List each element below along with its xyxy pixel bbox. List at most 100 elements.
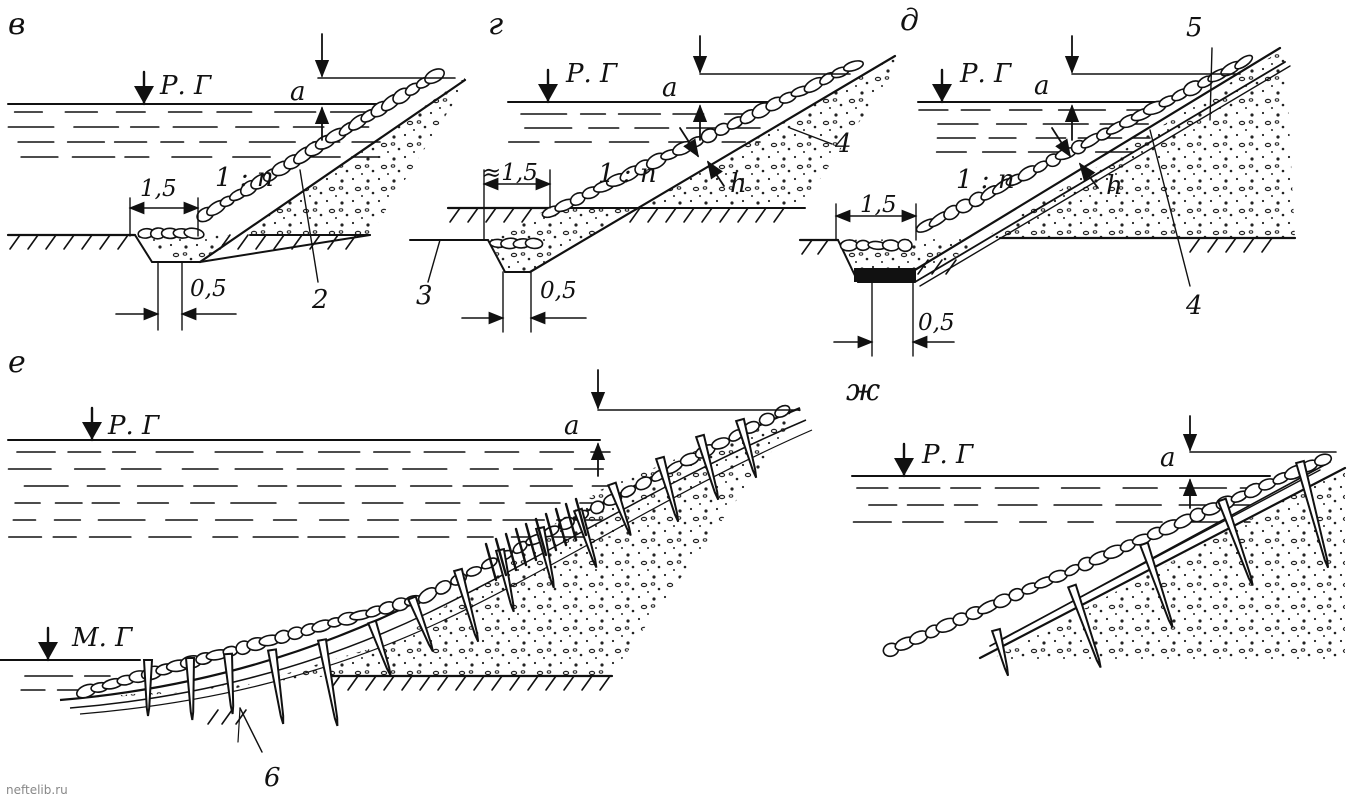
wattle-bundle: [514, 527, 528, 567]
toe-label-g: 0,5: [540, 278, 577, 304]
filter-layer: [914, 61, 1286, 283]
wattle-bundle: [564, 502, 578, 542]
ground-hatch: [1225, 237, 1237, 253]
a-label-zh: а: [1160, 443, 1176, 473]
ground-hatch: [237, 234, 249, 250]
width-label-v: 1,5: [140, 176, 177, 202]
level-marker-v-triangle: [134, 86, 154, 104]
ground-hatch: [81, 234, 93, 250]
stone: [183, 227, 205, 240]
stake: [184, 656, 196, 721]
ground-hatch: [45, 234, 57, 250]
callout-4-d: 4: [1185, 291, 1203, 321]
callout-leader-2: [237, 707, 241, 743]
ground-hatch: [701, 207, 713, 223]
ground-hatch: [207, 709, 219, 725]
ground-hatch: [599, 675, 611, 691]
ground-hatch: [347, 675, 359, 691]
fascine-layer: [69, 419, 807, 709]
ground-hatch: [503, 207, 515, 223]
aux: [199, 234, 371, 263]
stone: [1313, 453, 1333, 467]
filter-layer-2: [919, 65, 1291, 287]
stone: [839, 239, 859, 252]
ground-hatch: [801, 239, 813, 255]
panel-letter-e: е: [8, 345, 26, 380]
ground-hatch: [345, 234, 357, 250]
stake: [366, 619, 392, 677]
ground-hatch: [509, 675, 521, 691]
callout-5: 5: [1186, 13, 1203, 43]
toe-label-d: 0,5: [918, 310, 955, 336]
stone: [758, 412, 776, 427]
wattle-bundle: [544, 512, 558, 552]
ground-hatch: [449, 207, 461, 223]
stone: [465, 565, 483, 577]
h-label-d: h: [1106, 171, 1123, 201]
ground-hatch: [9, 234, 21, 250]
panel-d: [798, 35, 1297, 357]
level-marker-e-low-triangle: [38, 642, 58, 660]
wattle-bundle: [484, 542, 498, 582]
stake: [1216, 497, 1254, 587]
a-label-v: а: [290, 77, 306, 107]
stone: [635, 476, 653, 491]
wattle-bundle: [504, 532, 518, 572]
ground-hatch: [527, 675, 539, 691]
stake: [1294, 459, 1330, 569]
ground-hatch: [1261, 237, 1273, 253]
ground-hatch: [629, 207, 641, 223]
stake: [534, 525, 555, 589]
stone: [1234, 54, 1254, 70]
width-label-g: ≈1,5: [482, 160, 538, 186]
stone: [774, 404, 791, 419]
ground-hatch: [931, 259, 943, 275]
fascine-layer-2: [79, 429, 813, 715]
ground-hatch: [221, 709, 233, 725]
stake: [572, 507, 598, 569]
soil-body: [488, 56, 895, 272]
ground-hatch: [563, 675, 575, 691]
watermark: neftelib.ru: [6, 783, 68, 797]
stone: [589, 500, 605, 515]
callout-2: 2: [311, 285, 329, 315]
panel-letter-g: г: [488, 7, 503, 42]
ground-hatch: [521, 207, 533, 223]
a-label-e: а: [564, 411, 580, 441]
level-marker-g-triangle: [538, 84, 558, 102]
stone: [434, 579, 452, 595]
ground-hatch: [817, 239, 829, 255]
ground-hatch: [1243, 237, 1255, 253]
stake: [494, 547, 515, 613]
slope-label-v: 1 : n: [215, 163, 274, 193]
ground-hatch: [63, 234, 75, 250]
ground-hatch: [665, 207, 677, 223]
ground-hatch: [273, 234, 285, 250]
soil-body: [90, 408, 800, 698]
level-marker-d-triangle: [932, 84, 952, 102]
ground-hatch: [719, 207, 731, 223]
ground-hatch: [437, 675, 449, 691]
ground-hatch: [1189, 237, 1201, 253]
a-label-g: а: [662, 73, 678, 103]
callout-leader: [1149, 129, 1191, 287]
ground-hatch: [99, 234, 111, 250]
water-level-label-d: Р. Г: [959, 59, 1012, 89]
stake: [734, 417, 758, 479]
stake: [694, 433, 720, 501]
panel-letter-zh: ж: [846, 373, 880, 408]
water-level-label-g: Р. Г: [565, 59, 618, 89]
ground-hatch: [219, 234, 231, 250]
level-marker-e-high-triangle: [82, 422, 102, 440]
slope-label-d: 1 : n: [956, 165, 1015, 195]
a-label-d: а: [1034, 71, 1050, 101]
ground-hatch: [581, 675, 593, 691]
ground-hatch: [117, 234, 129, 250]
h-label-g: h: [730, 169, 747, 199]
slope-surface: [198, 78, 467, 264]
stake: [316, 638, 339, 727]
panel-e: [0, 369, 813, 753]
ground-hatch: [737, 207, 749, 223]
callout-leader: [299, 169, 319, 283]
